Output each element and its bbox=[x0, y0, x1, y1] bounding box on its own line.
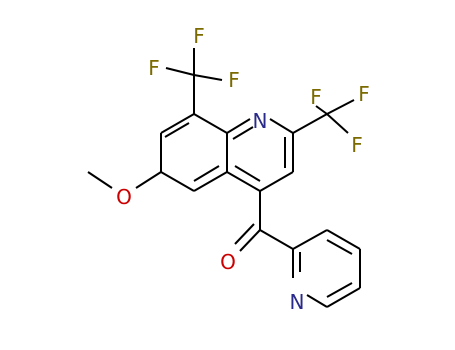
bond bbox=[326, 282, 353, 298]
bond bbox=[226, 171, 261, 192]
bond bbox=[259, 171, 294, 192]
atom-label-fluorine: F bbox=[351, 133, 363, 157]
bond bbox=[193, 113, 228, 134]
atom-labels: N N O O F F F F F F bbox=[116, 24, 370, 314]
bond bbox=[326, 287, 361, 308]
bond bbox=[326, 239, 353, 255]
bond bbox=[326, 229, 361, 250]
bond bbox=[164, 122, 190, 138]
bond bbox=[193, 74, 223, 81]
atom-label-methoxy-o: O bbox=[116, 185, 132, 209]
bond bbox=[292, 229, 328, 250]
bond bbox=[306, 294, 328, 308]
bond bbox=[326, 99, 355, 115]
bond bbox=[259, 229, 294, 250]
bond bbox=[165, 67, 195, 76]
atom-label-carbonyl-o: O bbox=[220, 250, 236, 274]
bond bbox=[87, 171, 113, 189]
bonds bbox=[87, 48, 361, 308]
atom-label-fluorine: F bbox=[148, 56, 160, 80]
atom-label-fluorine: F bbox=[358, 82, 370, 106]
bond bbox=[193, 171, 228, 192]
atom-label-fluorine: F bbox=[228, 68, 240, 92]
atom-label-fluorine: F bbox=[310, 85, 322, 109]
bond bbox=[315, 105, 328, 115]
bond bbox=[226, 118, 251, 134]
bond bbox=[239, 229, 261, 252]
bond bbox=[160, 113, 195, 134]
bond bbox=[292, 113, 328, 134]
bond bbox=[232, 126, 254, 140]
bond bbox=[160, 171, 195, 192]
bond bbox=[234, 223, 255, 245]
bond bbox=[234, 165, 261, 182]
bond bbox=[269, 118, 294, 134]
atom-label-ring-n: N bbox=[253, 109, 268, 133]
atom-label-fluorine: F bbox=[193, 24, 205, 48]
bond bbox=[135, 171, 162, 189]
bond bbox=[193, 165, 220, 182]
atom-label-pyridine-n: N bbox=[290, 290, 305, 314]
bond bbox=[326, 113, 349, 134]
